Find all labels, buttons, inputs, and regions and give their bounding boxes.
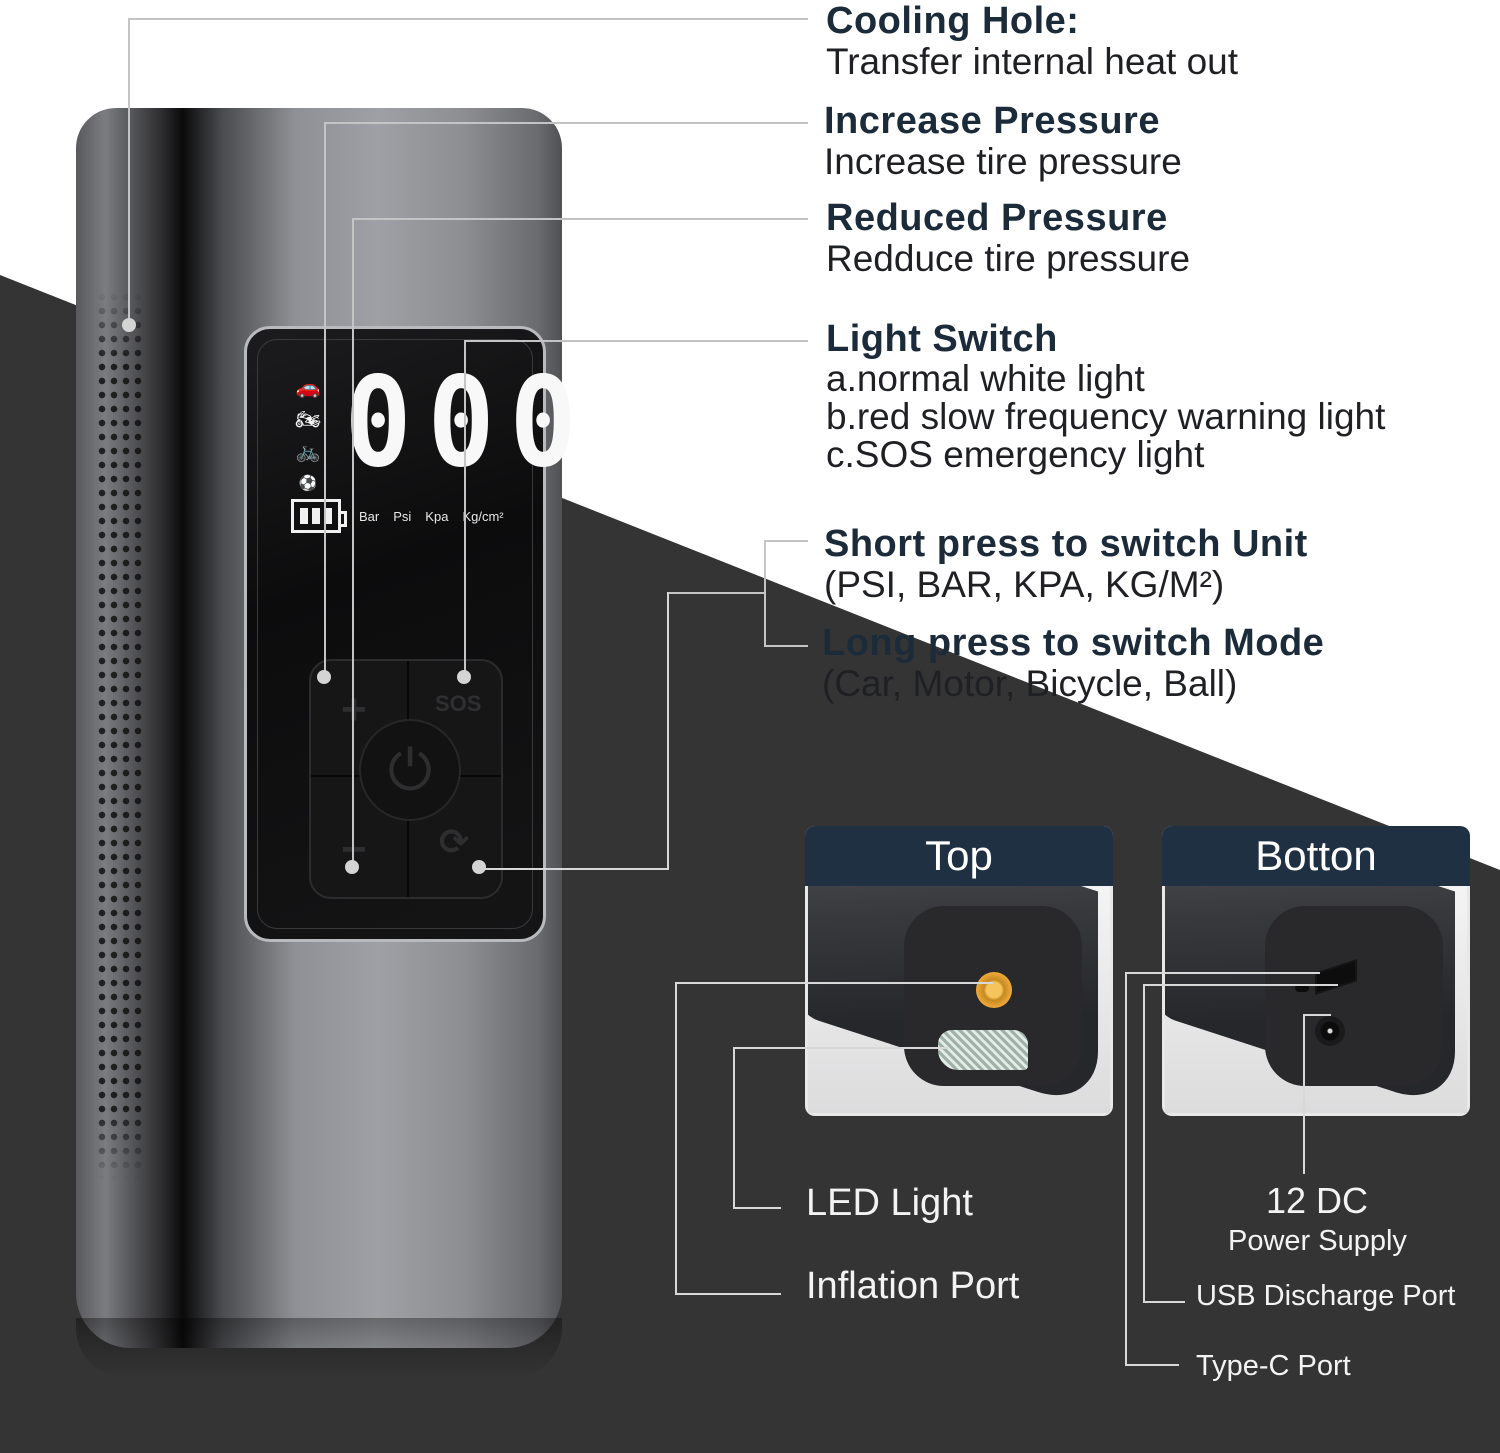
feature-title: Cooling Hole: — [826, 0, 1080, 42]
feature-title: Reduced Pressure — [826, 197, 1168, 239]
light-switch-button[interactable]: SOS — [435, 691, 482, 716]
callout-dot-cooling — [122, 318, 136, 332]
callout-line-switch — [667, 592, 669, 870]
callout-line-dc — [1303, 1014, 1331, 1016]
battery-icon — [291, 499, 347, 533]
callout-line-led — [733, 1047, 735, 1209]
panel-title: Botton — [1162, 826, 1470, 886]
callout-line-switch — [480, 868, 668, 870]
typec-port-label: Type-C Port — [1196, 1350, 1351, 1382]
callout-dot-reduce — [345, 860, 359, 874]
callout-line-cooling — [128, 18, 130, 328]
callout-line-unit — [764, 540, 766, 646]
feature-short-press: Short press to switch Unit (PSI, BAR, KP… — [824, 523, 1308, 605]
callout-line-switch — [667, 592, 765, 594]
callout-line-inflation — [675, 982, 677, 1294]
feature-desc: b.red slow frequency warning light — [826, 396, 1386, 437]
feature-title: Light Switch — [826, 318, 1058, 360]
callout-line-light — [464, 340, 808, 342]
digit-3: 0 — [509, 351, 577, 495]
power-button[interactable]: ⏻ — [359, 719, 461, 821]
feature-title: Short press to switch Unit — [824, 523, 1308, 565]
mode-icon-column: 🚗 🏍 🚲 ⚽ — [293, 377, 323, 495]
feature-desc: c.SOS emergency light — [826, 434, 1205, 475]
feature-title: Long press to switch Mode — [822, 622, 1325, 664]
unit-kgcm2: Kg/cm² — [462, 509, 504, 524]
callout-line-mode — [764, 645, 808, 647]
callout-dot-increase — [317, 670, 331, 684]
led-light-label: LED Light — [806, 1182, 973, 1224]
feature-increase-pressure: Increase Pressure Increase tire pressure — [824, 100, 1182, 182]
top-view-photo — [808, 886, 1110, 1113]
device-display-panel: 🚗 🏍 🚲 ⚽ 0 0 0 Bar Psi Kpa Kg/cm² + SOS −… — [244, 326, 577, 942]
callout-line-usb — [1143, 1301, 1185, 1303]
callout-line-reduce — [352, 218, 808, 220]
callout-line-light — [464, 340, 466, 678]
digit-1: 0 — [344, 351, 412, 495]
unit-psi: Psi — [393, 509, 412, 524]
callout-line-led — [733, 1047, 948, 1049]
digit-2: 0 — [427, 351, 494, 495]
pressure-readout: 0 0 0 — [341, 351, 577, 495]
callout-dot-switch — [472, 860, 486, 874]
callout-line-increase — [324, 122, 808, 124]
bicycle-icon: 🚲 — [295, 441, 321, 463]
feature-desc: Increase tire pressure — [824, 141, 1182, 182]
callout-line-typec — [1125, 972, 1127, 1365]
unit-bar: Bar — [359, 509, 380, 524]
callout-line-increase — [324, 122, 326, 678]
car-icon: 🚗 — [295, 377, 321, 399]
feature-long-press: Long press to switch Mode (Car, Motor, B… — [822, 622, 1324, 704]
bottom-view-photo — [1165, 886, 1467, 1113]
display-bezel — [257, 339, 533, 929]
callout-line-cooling — [128, 18, 808, 20]
device-bottom-face — [1265, 906, 1443, 1086]
feature-cooling-hole: Cooling Hole: Transfer internal heat out — [826, 0, 1238, 82]
callout-line-usb — [1143, 984, 1338, 986]
motorcycle-icon: 🏍 — [295, 409, 321, 431]
feature-desc: Transfer internal heat out — [826, 41, 1239, 82]
cooling-holes — [96, 290, 146, 1180]
callout-line-unit — [764, 540, 808, 542]
callout-line-reduce — [352, 218, 354, 868]
type-c-port — [1295, 984, 1309, 992]
power-icon: ⏻ — [387, 737, 433, 801]
unit-mode-switch-button[interactable]: ⟳ — [439, 821, 470, 862]
inflation-port-nozzle — [976, 972, 1012, 1008]
feature-desc: a.normal white light — [826, 358, 1145, 399]
ball-icon: ⚽ — [298, 475, 318, 492]
callout-line-typec — [1125, 972, 1320, 974]
feature-light-switch: Light Switch a.normal white light b.red … — [826, 318, 1385, 474]
led-light-lens — [938, 1030, 1028, 1070]
feature-title: Increase Pressure — [824, 100, 1160, 142]
feature-desc: (PSI, BAR, KPA, KG/M²) — [824, 564, 1225, 605]
callout-line-inflation — [675, 1293, 781, 1295]
usb-port-label: USB Discharge Port — [1196, 1280, 1456, 1312]
callout-line-typec — [1125, 1364, 1179, 1366]
panel-title: Top — [805, 826, 1113, 886]
bottom-view-panel: Botton — [1162, 826, 1470, 1116]
dc-power-subtitle: Power Supply — [1228, 1225, 1407, 1257]
dc-jack — [1315, 1016, 1345, 1046]
inflation-port-label: Inflation Port — [806, 1265, 1020, 1307]
dc-power-title: 12 DC — [1266, 1180, 1369, 1221]
unit-labels: Bar Psi Kpa Kg/cm² — [359, 509, 504, 524]
callout-line-dc — [1303, 1014, 1305, 1174]
feature-desc: Redduce tire pressure — [826, 238, 1191, 279]
top-view-panel: Top — [805, 826, 1113, 1116]
callout-line-inflation — [675, 982, 993, 984]
callout-dot-light — [457, 670, 471, 684]
feature-reduced-pressure: Reduced Pressure Redduce tire pressure — [826, 197, 1190, 279]
callout-line-usb — [1143, 984, 1145, 1302]
callout-line-led — [733, 1207, 781, 1209]
feature-desc: (Car, Motor, Bicycle, Ball) — [822, 663, 1238, 704]
unit-kpa: Kpa — [425, 509, 449, 524]
